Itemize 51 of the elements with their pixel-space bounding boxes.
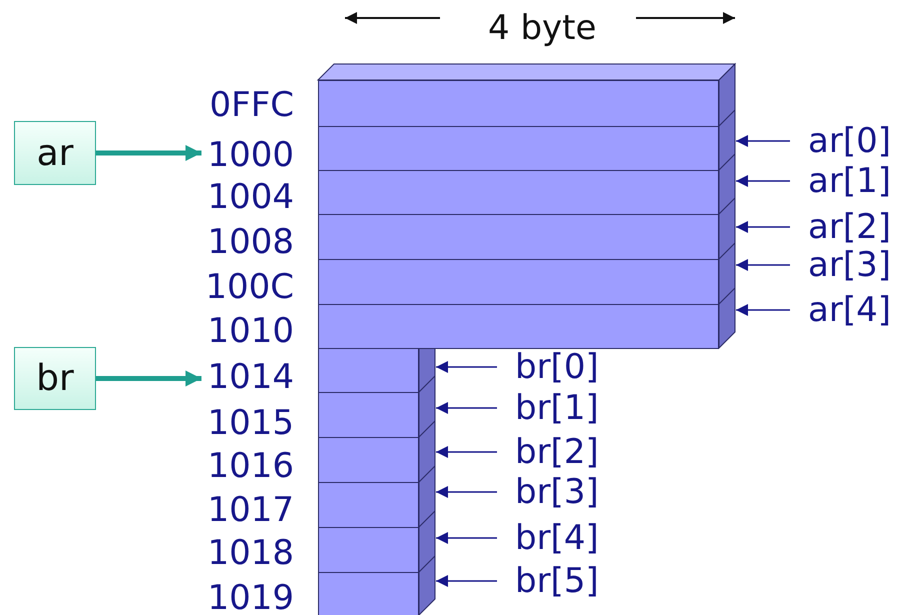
- arrow: [436, 575, 497, 587]
- element-label: br[0]: [515, 349, 599, 385]
- memory-cell: [318, 259, 719, 305]
- memory-cell: [318, 348, 419, 393]
- dimension-label: 4 byte: [488, 10, 596, 46]
- element-label: br[1]: [515, 390, 599, 426]
- memory-cell: [318, 304, 719, 349]
- arrow: [96, 145, 202, 161]
- arrow: [436, 532, 497, 544]
- element-label: br[5]: [515, 563, 599, 599]
- address-text: 100C: [205, 269, 294, 305]
- variable-box: br: [14, 347, 96, 410]
- arrow: [96, 370, 202, 386]
- arrow: [736, 304, 790, 316]
- element-label: ar[0]: [808, 123, 891, 159]
- element-label: ar[3]: [808, 247, 891, 283]
- arrow: [736, 175, 790, 187]
- address-text: 1017: [207, 492, 294, 528]
- variable-box: ar: [14, 121, 96, 185]
- arrow: [736, 135, 790, 147]
- address-text: 1010: [207, 313, 294, 349]
- address-text: 1016: [207, 448, 294, 484]
- memory-cell: [318, 126, 719, 171]
- address-text: 1004: [207, 179, 294, 215]
- memory-cell: [318, 527, 419, 573]
- arrow: [436, 402, 497, 414]
- address-text: 1015: [207, 405, 294, 441]
- address-text: 1019: [207, 580, 294, 615]
- memory-cell: [318, 80, 719, 127]
- element-label: ar[2]: [808, 209, 891, 245]
- arrow: [436, 446, 497, 458]
- memory-cell: [318, 572, 419, 615]
- memory-cell: [318, 170, 719, 215]
- arrow: [436, 486, 497, 498]
- memory-cell: [318, 482, 419, 528]
- address-text: 0FFC: [210, 87, 294, 123]
- memory-cell: [318, 392, 419, 438]
- element-label: br[3]: [515, 474, 599, 510]
- element-label: ar[1]: [808, 163, 891, 199]
- address-text: 1018: [207, 535, 294, 571]
- arrow: [436, 361, 497, 373]
- memory-cell: [318, 437, 419, 483]
- address-text: 1000: [207, 137, 294, 173]
- element-label: br[4]: [515, 520, 599, 556]
- arrow: [736, 221, 790, 233]
- element-label: ar[4]: [808, 292, 891, 328]
- element-label: br[2]: [515, 434, 599, 470]
- arrow: [736, 259, 790, 271]
- address-text: 1014: [207, 359, 294, 395]
- address-text: 1008: [207, 224, 294, 260]
- memory-cell: [318, 214, 719, 260]
